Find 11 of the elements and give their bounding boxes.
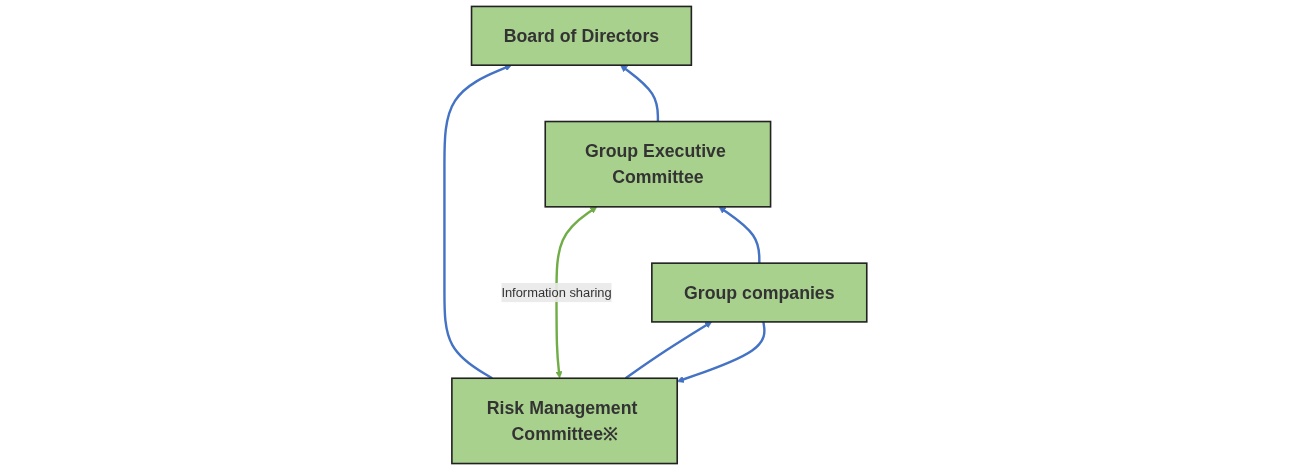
arrow [624,321,712,380]
node-box: Group Executive Committee [544,120,772,208]
arrow [443,64,512,380]
node-box: Board of Directors [470,5,693,66]
arrow [676,321,766,383]
arrow [555,206,598,379]
edge-label: Information sharing [501,285,612,299]
node-box: Risk Management Committee※ [450,377,678,465]
arrow [620,64,659,122]
node-box: Group companies [650,262,868,323]
arrow [718,206,761,264]
